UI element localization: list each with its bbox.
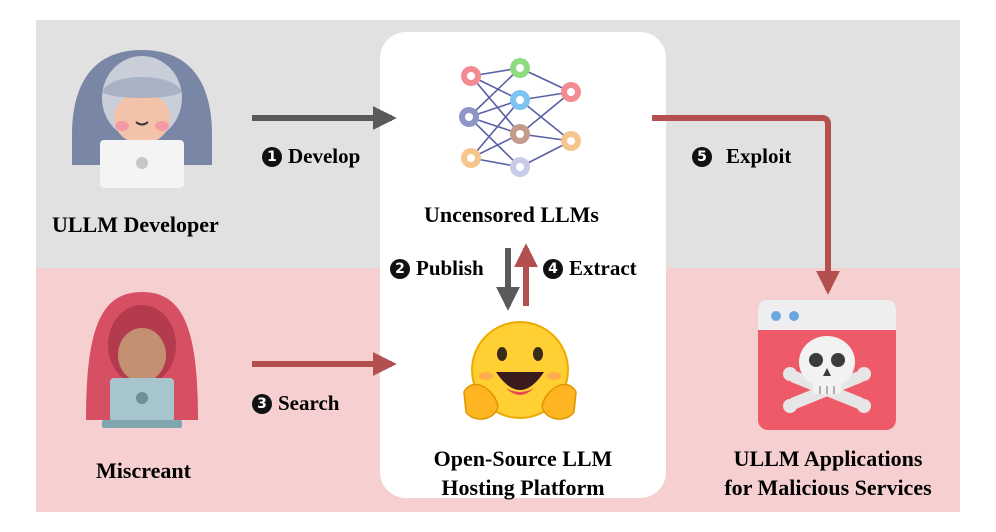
hooded-developer-icon [72, 50, 212, 188]
step-exploit: 5 Exploit [692, 144, 791, 169]
step-number-badge: 4 [543, 258, 563, 279]
hooded-miscreant-icon [86, 292, 198, 428]
hugging-face-icon [463, 321, 577, 420]
step-search: 3 Search [252, 391, 339, 416]
hosting-platform-line2: Hosting Platform [441, 475, 605, 500]
step-number-badge: 2 [390, 258, 410, 279]
uncensored-llms-label: Uncensored LLMs [424, 202, 599, 227]
step-label: Publish [416, 256, 484, 280]
step-develop: 1 Develop [262, 144, 360, 169]
malicious-apps-label: ULLM Applications for Malicious Services [704, 444, 952, 502]
hosting-platform-line1: Open-Source LLM [433, 446, 613, 471]
neural-network-nodes [459, 58, 581, 177]
malicious-apps-line2: for Malicious Services [724, 475, 932, 500]
step-label: Search [278, 391, 340, 415]
developer-label: ULLM Developer [52, 212, 219, 237]
step-extract: 4 Extract [543, 256, 637, 281]
malicious-apps-line1: ULLM Applications [733, 446, 923, 471]
neural-network-icon [468, 67, 572, 168]
malicious-browser-skull-icon [758, 300, 896, 430]
step-publish: 2 Publish [390, 256, 484, 281]
step-number-badge: 3 [252, 393, 272, 414]
exploit-arrow [652, 115, 840, 295]
miscreant-label: Miscreant [96, 458, 191, 483]
step-label: Develop [288, 144, 361, 168]
step-label: Extract [569, 256, 637, 280]
step-number-badge: 5 [692, 146, 712, 167]
hosting-platform-label: Open-Source LLM Hosting Platform [404, 444, 642, 502]
step-label: Exploit [726, 144, 792, 168]
step-number-badge: 1 [262, 146, 282, 167]
